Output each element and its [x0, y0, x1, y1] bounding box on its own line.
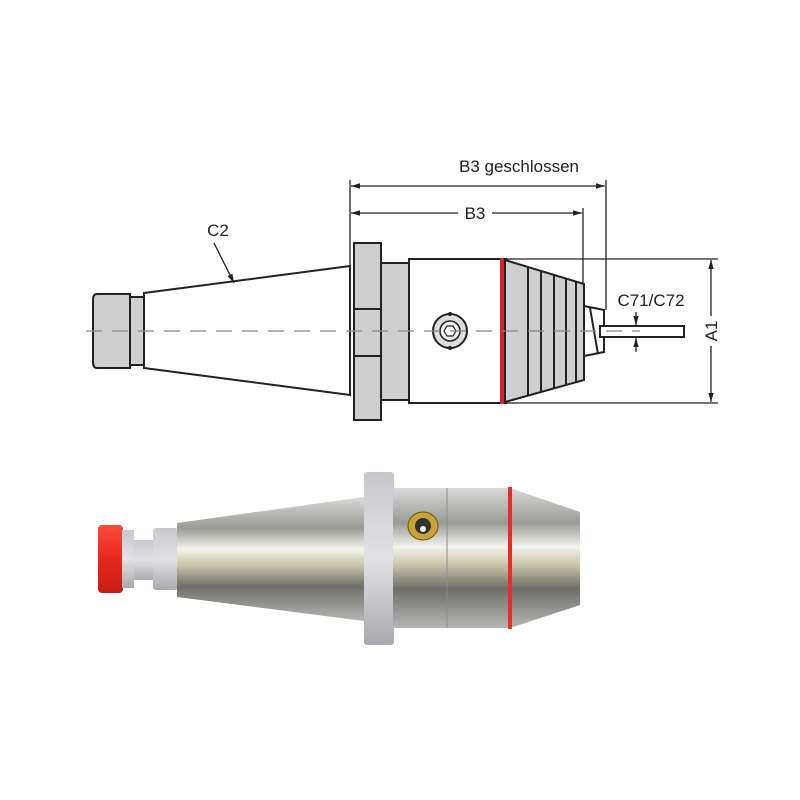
- photo-cone: [510, 488, 580, 628]
- photo-flange: [364, 472, 394, 645]
- photo-knob-neck: [122, 530, 134, 588]
- drill-shank: [599, 325, 685, 338]
- drawing-view: B3 geschlossen B3 C2 C71/C72 A1: [86, 157, 722, 421]
- label-b3: B3: [465, 204, 486, 223]
- photo-body: [393, 488, 508, 628]
- red-cap: [98, 525, 123, 593]
- chuck-cone: [504, 258, 585, 404]
- brass-screw-icon: [407, 511, 439, 541]
- retention-knob: [92, 293, 131, 369]
- label-c2: C2: [207, 221, 229, 240]
- photo-taper: [177, 497, 364, 621]
- label-c71-c72: C71/C72: [617, 291, 684, 310]
- label-a1: A1: [702, 321, 721, 342]
- label-b3-closed: B3 geschlossen: [459, 157, 579, 176]
- product-photo: [98, 472, 580, 645]
